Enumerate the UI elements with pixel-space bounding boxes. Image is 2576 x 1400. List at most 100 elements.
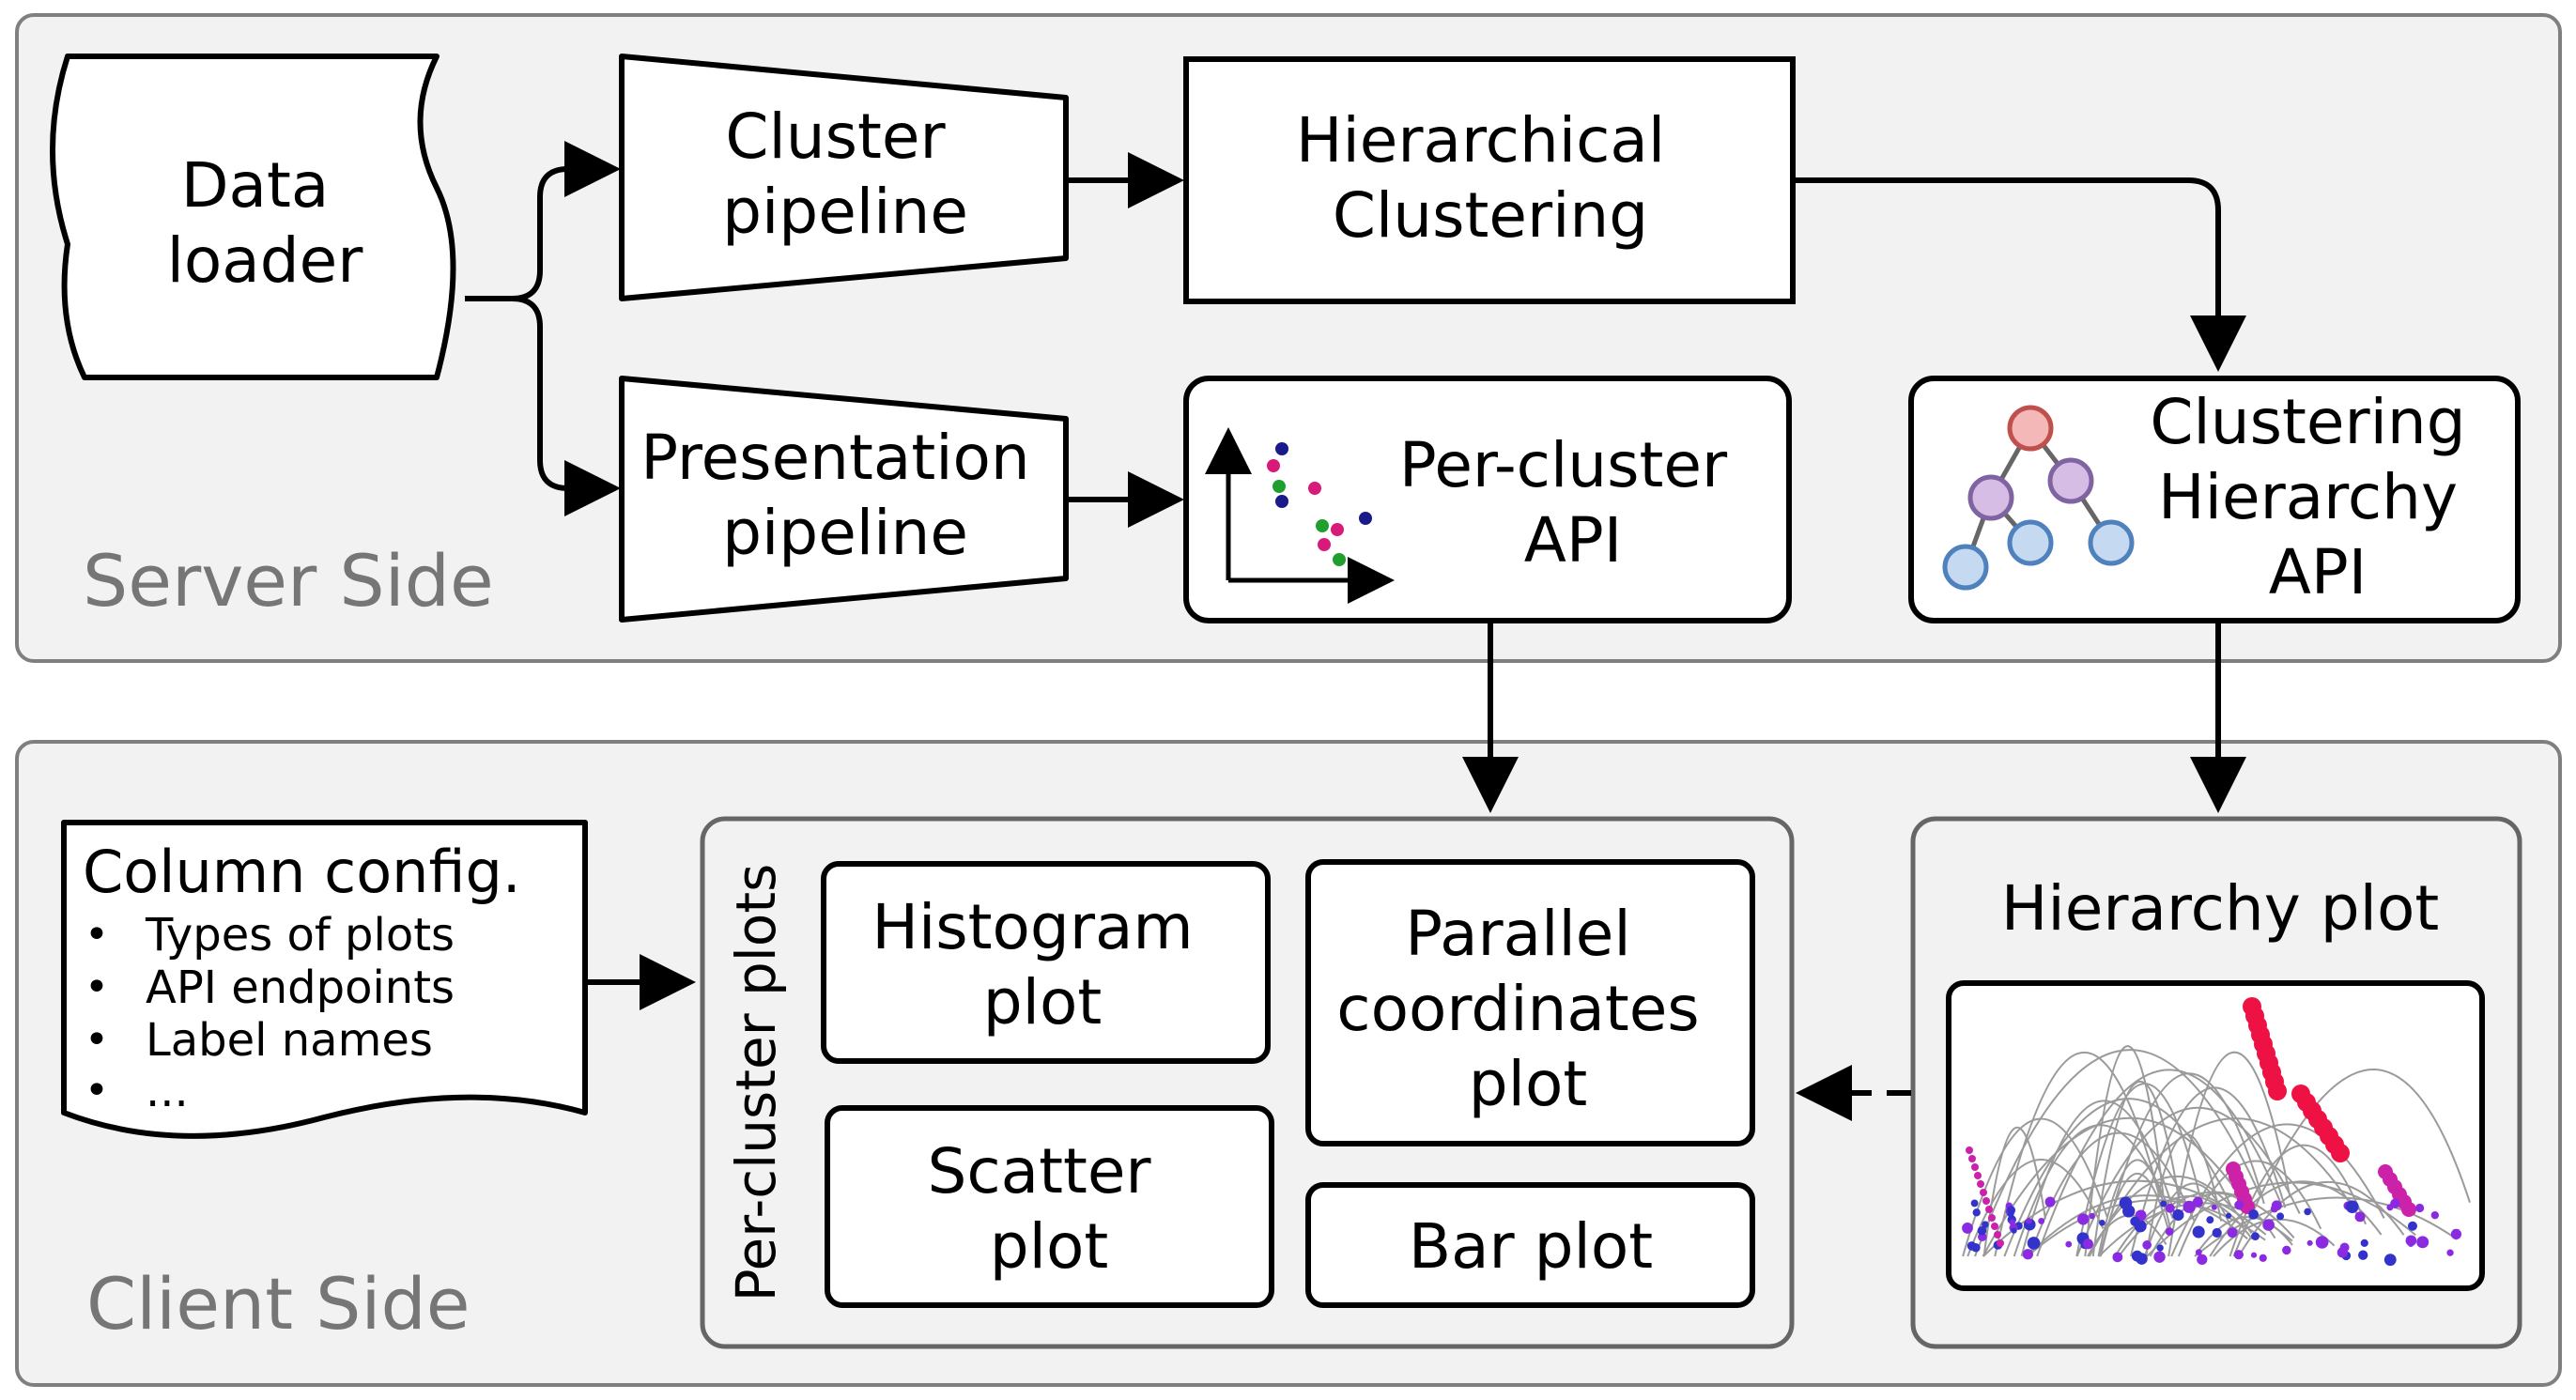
dendrogram-node: [2430, 1210, 2440, 1220]
loader-connector: [465, 141, 621, 516]
hierarchical-clustering-node: Hierarchical Clustering: [1183, 56, 1796, 304]
dendrogram-node: [2276, 1212, 2285, 1221]
dendrogram-node: [2251, 1232, 2260, 1240]
scatter-line-2: plot: [990, 1210, 1109, 1283]
dendrogram-arc: [2167, 1051, 2291, 1257]
dendrogram-node: [2153, 1251, 2166, 1263]
hierarchical-clustering-label: Hierarchical Clustering: [1296, 104, 1685, 252]
histogram-line-1: Histogram: [872, 891, 1193, 963]
parallel-line-1: Parallel: [1405, 898, 1630, 970]
dendrogram-node: [2130, 1216, 2140, 1227]
dendrogram-arc: [1982, 1126, 2046, 1257]
dendrogram-arc: [2143, 1182, 2236, 1257]
dendrogram-node: [1977, 1180, 1984, 1188]
config-item-types-of-plots: Types of plots: [145, 909, 455, 962]
data-loader-label: Data loader: [167, 149, 364, 297]
config-item-label-names: Label names: [146, 1014, 433, 1067]
clustering-hierarchy-api-line-3: API: [2269, 536, 2367, 608]
data-loader-line-1: Data: [181, 149, 330, 222]
dendrogram-node: [2358, 1250, 2368, 1260]
server-side-label: Server Side: [83, 539, 494, 623]
dendrogram-node: [2165, 1203, 2175, 1213]
dendrogram-node: [2383, 1254, 2397, 1267]
dendrogram-node: [2197, 1254, 2208, 1266]
dendrogram-node: [2077, 1213, 2090, 1225]
hierarchy-plot-container: Hierarchy plot: [1910, 816, 2522, 1349]
dendrogram-node: [2315, 1236, 2329, 1249]
dendrogram-node: [2089, 1212, 2095, 1220]
dendrogram-arc: [2084, 1045, 2165, 1257]
dendrogram-arc: [2003, 1098, 2235, 1257]
dendrogram-node: [2136, 1253, 2148, 1265]
dendrogram-node: [2026, 1217, 2032, 1224]
dendrogram-node: [2248, 1209, 2259, 1220]
dendrogram-node: [2172, 1208, 2184, 1222]
dendrogram-node: [2407, 1221, 2417, 1231]
dendrogram-node: [1988, 1214, 1996, 1222]
per-cluster-api-label: Per-cluster API: [1399, 429, 1747, 577]
dendrogram-node: [1968, 1155, 1976, 1162]
dendrogram-node: [2065, 1240, 2073, 1248]
dendrogram-node: [1971, 1243, 1981, 1253]
dendrogram-arc: [2091, 1080, 2182, 1257]
column-config-title: Column config.: [83, 838, 521, 906]
bullet-1: •: [85, 911, 109, 959]
clustering-hierarchy-api-line-2: Hierarchy: [2158, 461, 2458, 533]
bullet-3: •: [85, 1016, 109, 1064]
dendrogram-node: [2156, 1244, 2164, 1252]
bullet-4: •: [85, 1067, 109, 1115]
dendrogram-node: [2262, 1219, 2275, 1231]
dendrogram-arc: [2177, 1160, 2322, 1257]
cluster-pipeline-line-2: pipeline: [722, 176, 968, 248]
dendrogram-node: [2250, 1252, 2258, 1258]
per-cluster-plots-label: Per-cluster plots: [724, 864, 788, 1302]
dendrogram-node: [2011, 1227, 2017, 1234]
hierarchical-clustering-line-2: Clustering: [1333, 179, 1648, 252]
dendrogram-arc: [2097, 1159, 2172, 1257]
dendrogram-node: [1985, 1206, 1993, 1213]
dendrogram-node: [2112, 1252, 2123, 1263]
dendrogram-node: [1971, 1163, 1979, 1171]
cluster-pipeline-label: Cluster pipeline: [722, 100, 968, 248]
histogram-plot-box: [821, 861, 1271, 1064]
dendrogram-node: [1977, 1226, 1987, 1236]
per-cluster-plots-container: Per-cluster plots Histogram plot Paralle…: [700, 816, 1795, 1349]
dendrogram-node: [1972, 1208, 1981, 1217]
dendrogram-node: [2270, 1205, 2278, 1213]
clustering-hierarchy-api-line-1: Clustering: [2150, 386, 2465, 458]
dendrogram-node: [2306, 1239, 2313, 1246]
dendrogram-node: [2259, 1254, 2267, 1262]
data-loader-line-2: loader: [167, 224, 364, 297]
dendrogram-node: [2195, 1249, 2202, 1256]
per-cluster-api-node: Per-cluster API: [1183, 376, 1792, 623]
dendrogram-node: [1997, 1239, 2004, 1247]
dendrogram-arc: [2213, 1218, 2336, 1257]
dendrogram-arc: [2194, 1216, 2293, 1257]
per-cluster-api-line-2: API: [1524, 504, 1622, 577]
parallel-coordinates-plot-label: Parallel coordinates plot: [1336, 898, 1719, 1120]
dendrogram-arc: [2020, 1100, 2175, 1257]
parallel-line-3: plot: [1469, 1048, 1588, 1120]
dendrogram-node: [2044, 1196, 2056, 1208]
dendrogram-node: [1970, 1199, 1979, 1208]
dendrogram-node: [2211, 1204, 2217, 1210]
per-cluster-api-line-1: Per-cluster: [1399, 429, 1728, 501]
dendrogram-node: [2234, 1200, 2244, 1210]
dendrogram-arc: [2088, 1117, 2360, 1257]
dendrogram-node: [2414, 1203, 2425, 1213]
parallel-line-2: coordinates: [1336, 973, 1699, 1045]
dendrogram-node: [2142, 1240, 2152, 1250]
dendrogram-arc: [2232, 1069, 2471, 1257]
dendrogram-node: [2282, 1245, 2291, 1255]
dendrogram-node: [1966, 1146, 1973, 1154]
dendrogram-arc: [1962, 1117, 2108, 1257]
scatter-plot-icon: [1205, 427, 1395, 604]
dendrogram-node: [2450, 1228, 2462, 1240]
dendrogram-node: [2337, 1247, 2348, 1258]
histogram-plot-label: Histogram plot: [872, 891, 1212, 1038]
dendrogram-arc: [1994, 1051, 2161, 1257]
dendrogram-node: [2405, 1235, 2417, 1247]
dendrogram-node: [2227, 1227, 2238, 1238]
dendrogram-node: [2360, 1238, 2368, 1247]
